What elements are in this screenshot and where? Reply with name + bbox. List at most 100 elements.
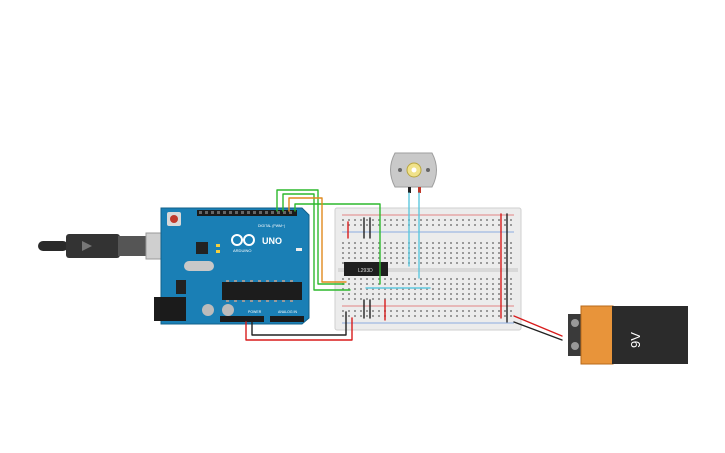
breadboard-hole	[444, 288, 446, 290]
breadboard-hole	[474, 298, 476, 300]
breadboard-hole	[432, 224, 434, 226]
breadboard-hole	[402, 283, 404, 285]
breadboard-hole	[360, 293, 362, 295]
breadboard-hole	[444, 310, 446, 312]
breadboard-hole	[420, 219, 422, 221]
breadboard-hole	[378, 242, 380, 244]
breadboard-hole	[408, 293, 410, 295]
breadboard-hole	[438, 262, 440, 264]
breadboard-hole	[486, 298, 488, 300]
breadboard-hole	[492, 252, 494, 254]
breadboard-hole	[444, 252, 446, 254]
breadboard-hole	[462, 247, 464, 249]
breadboard-hole	[456, 288, 458, 290]
wire-green-3[interactable]	[294, 203, 381, 285]
breadboard-hole	[504, 242, 506, 244]
wire-green-1[interactable]	[276, 189, 345, 285]
breadboard-hole	[390, 278, 392, 280]
breadboard-hole	[396, 315, 398, 317]
breadboard-hole	[360, 219, 362, 221]
breadboard-hole	[396, 252, 398, 254]
breadboard-hole	[378, 278, 380, 280]
wire-black-gnd[interactable]	[251, 311, 347, 336]
breadboard-hole	[510, 288, 512, 290]
breadboard-hole	[432, 310, 434, 312]
breadboard-hole	[456, 278, 458, 280]
breadboard-hole	[438, 224, 440, 226]
breadboard-hole	[468, 262, 470, 264]
wire-red-5v[interactable]	[245, 317, 353, 341]
breadboard-hole	[372, 247, 374, 249]
breadboard-hole	[342, 262, 344, 264]
breadboard-hole	[354, 293, 356, 295]
breadboard-hole	[498, 298, 500, 300]
breadboard-hole	[486, 293, 488, 295]
breadboard-hole	[402, 288, 404, 290]
battery-9v[interactable]: 9V	[568, 305, 688, 365]
breadboard-hole	[450, 262, 452, 264]
breadboard-hole	[378, 283, 380, 285]
breadboard-hole	[348, 242, 350, 244]
breadboard-hole	[432, 293, 434, 295]
breadboard-hole	[360, 242, 362, 244]
breadboard-hole	[438, 298, 440, 300]
breadboard-hole	[492, 242, 494, 244]
breadboard-hole	[396, 219, 398, 221]
breadboard-hole	[354, 298, 356, 300]
breadboard-hole	[426, 219, 428, 221]
breadboard-hole	[474, 242, 476, 244]
breadboard[interactable]	[334, 207, 522, 331]
breadboard-hole	[420, 315, 422, 317]
breadboard-hole	[468, 224, 470, 226]
breadboard-hole	[426, 315, 428, 317]
power-header	[220, 316, 264, 322]
breadboard-hole	[462, 293, 464, 295]
breadboard-hole	[444, 224, 446, 226]
breadboard-hole	[426, 283, 428, 285]
dc-motor[interactable]	[390, 152, 437, 193]
breadboard-hole	[354, 247, 356, 249]
breadboard-hole	[414, 315, 416, 317]
l293d-driver-chip[interactable]: L293D	[344, 262, 388, 276]
breadboard-hole	[396, 310, 398, 312]
breadboard-hole	[438, 310, 440, 312]
breadboard-hole	[420, 224, 422, 226]
breadboard-hole	[372, 315, 374, 317]
battery-label: 9V	[628, 332, 643, 348]
breadboard-hole	[498, 262, 500, 264]
breadboard-hole	[456, 283, 458, 285]
breadboard-hole	[378, 288, 380, 290]
breadboard-hole	[450, 242, 452, 244]
breadboard-hole	[498, 293, 500, 295]
board-brand: ARDUINO	[233, 248, 251, 253]
wire-green-2[interactable]	[282, 193, 351, 291]
breadboard-hole	[456, 257, 458, 259]
breadboard-hole	[360, 288, 362, 290]
breadboard-hole	[468, 252, 470, 254]
breadboard-hole	[408, 310, 410, 312]
breadboard-hole	[354, 224, 356, 226]
wire-orange[interactable]	[288, 197, 347, 283]
breadboard-hole	[414, 242, 416, 244]
breadboard-hole	[462, 298, 464, 300]
breadboard-hole	[342, 247, 344, 249]
breadboard-hole	[504, 293, 506, 295]
breadboard-hole	[438, 288, 440, 290]
breadboard-hole	[342, 242, 344, 244]
breadboard-hole	[372, 242, 374, 244]
breadboard-hole	[504, 257, 506, 259]
arduino-uno-board[interactable]: UNO ARDUINO DIGITAL (PWM~) POWER ANALOG …	[154, 207, 310, 325]
breadboard-hole	[372, 252, 374, 254]
breadboard-hole	[438, 315, 440, 317]
breadboard-hole	[474, 283, 476, 285]
breadboard-hole	[420, 257, 422, 259]
battery-lead-red[interactable]	[513, 315, 563, 337]
breadboard-hole	[504, 252, 506, 254]
breadboard-hole	[384, 224, 386, 226]
breadboard-hole	[378, 219, 380, 221]
breadboard-hole	[438, 293, 440, 295]
usb-cable[interactable]	[38, 232, 173, 260]
breadboard-hole	[444, 283, 446, 285]
battery-lead-black[interactable]	[513, 321, 563, 341]
